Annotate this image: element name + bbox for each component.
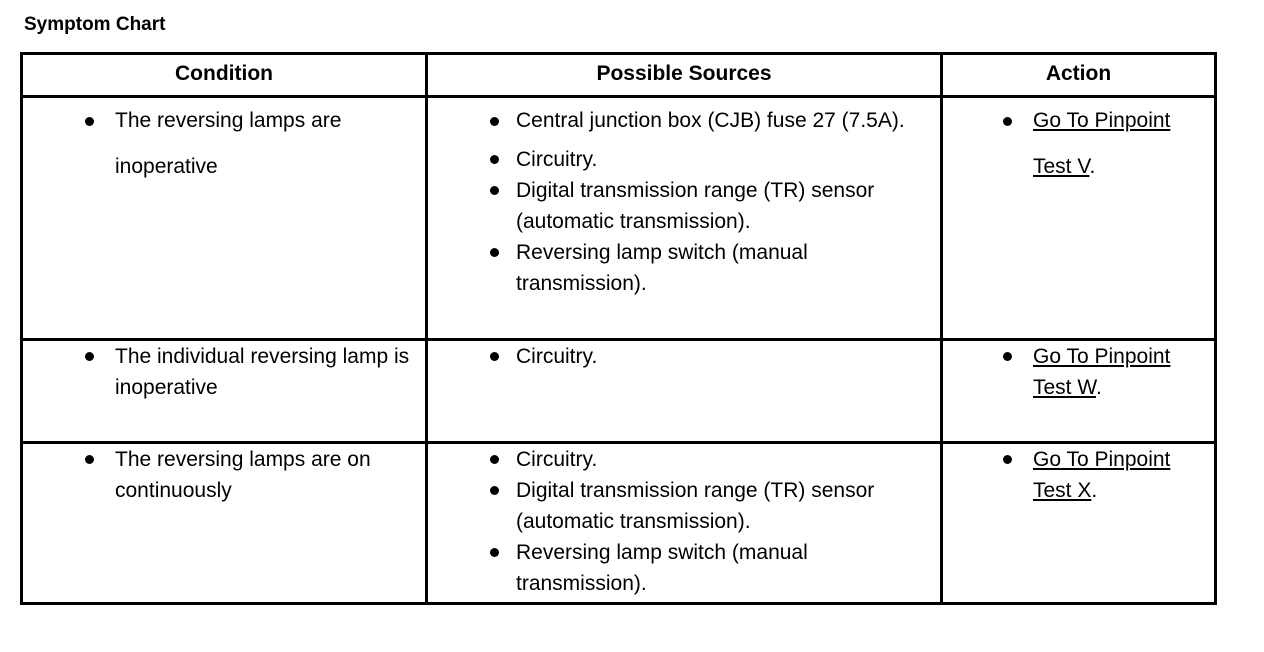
list-item: Go To Pinpoint Test W. (943, 341, 1214, 403)
list-item: Digital transmission range (TR) sensor (… (428, 475, 940, 537)
column-header-possible-sources: Possible Sources (425, 52, 943, 98)
list-item: Circuitry. (428, 444, 940, 475)
bullet-icon (490, 155, 499, 164)
condition-list: The reversing lamps are inoperative (23, 98, 425, 190)
list-item: Reversing lamp switch (manual transmissi… (428, 237, 940, 299)
cell-condition: The individual reversing lamp is inopera… (20, 338, 428, 444)
list-item-text: Reversing lamp switch (manual transmissi… (516, 241, 808, 295)
pinpoint-test-link[interactable]: Go To Pinpoint Test V (1033, 109, 1171, 178)
action-list: Go To Pinpoint Test W. (943, 341, 1214, 403)
list-item: Circuitry. (428, 341, 940, 372)
bullet-icon (490, 486, 499, 495)
list-item: Go To Pinpoint Test X. (943, 444, 1214, 506)
table-row: The reversing lamps are inoperative Cent… (20, 95, 1217, 341)
bullet-icon (1003, 352, 1012, 361)
list-item: The individual reversing lamp is inopera… (23, 341, 425, 403)
action-list: Go To Pinpoint Test V. (943, 98, 1214, 190)
list-item-text: Central junction box (CJB) fuse 27 (7.5A… (516, 109, 905, 132)
action-period: . (1089, 155, 1096, 178)
action-period: . (1091, 479, 1098, 502)
cell-condition: The reversing lamps are on continuously (20, 441, 428, 605)
bullet-icon (490, 352, 499, 361)
cell-possible-sources: Central junction box (CJB) fuse 27 (7.5A… (425, 95, 943, 341)
list-item-text: Circuitry. (516, 345, 598, 368)
list-item: Go To Pinpoint Test V. (943, 98, 1214, 190)
list-item-text: The reversing lamps are on continuously (115, 448, 371, 502)
table-row: The reversing lamps are on continuously … (20, 441, 1217, 605)
bullet-icon (85, 455, 94, 464)
pinpoint-test-link[interactable]: Go To Pinpoint Test W (1033, 345, 1171, 399)
list-item-text: The individual reversing lamp is inopera… (115, 345, 410, 399)
cell-action: Go To Pinpoint Test W. (940, 338, 1217, 444)
bullet-icon (1003, 117, 1012, 126)
sources-list: Circuitry. (428, 341, 940, 372)
bullet-icon (490, 548, 499, 557)
list-item-text: Circuitry. (516, 148, 598, 171)
cell-possible-sources: Circuitry. Digital transmission range (T… (425, 441, 943, 605)
list-item-text: The reversing lamps are inoperative (115, 109, 342, 178)
sources-list: Central junction box (CJB) fuse 27 (7.5A… (428, 98, 940, 299)
bullet-icon (85, 352, 94, 361)
table-header-row: Condition Possible Sources Action (20, 52, 1217, 98)
page-title: Symptom Chart (24, 14, 166, 35)
action-period: . (1096, 376, 1102, 399)
sources-list: Circuitry. Digital transmission range (T… (428, 444, 940, 599)
action-list: Go To Pinpoint Test X. (943, 444, 1214, 506)
symptom-chart-table: Condition Possible Sources Action The re… (20, 52, 1217, 605)
bullet-icon (1003, 455, 1012, 464)
list-item-text: Circuitry. (516, 448, 598, 471)
list-item: Reversing lamp switch (manual transmissi… (428, 537, 940, 599)
list-item: The reversing lamps are on continuously (23, 444, 425, 506)
list-item-text: Reversing lamp switch (manual transmissi… (516, 541, 808, 595)
pinpoint-test-link[interactable]: Go To Pinpoint Test X (1033, 448, 1171, 502)
list-item: Digital transmission range (TR) sensor (… (428, 175, 940, 237)
cell-condition: The reversing lamps are inoperative (20, 95, 428, 341)
list-item-text: Digital transmission range (TR) sensor (… (516, 179, 875, 233)
list-item: Central junction box (CJB) fuse 27 (7.5A… (428, 98, 940, 144)
column-header-condition: Condition (20, 52, 428, 98)
condition-list: The individual reversing lamp is inopera… (23, 341, 425, 403)
column-header-action: Action (940, 52, 1217, 98)
cell-possible-sources: Circuitry. (425, 338, 943, 444)
bullet-icon (490, 186, 499, 195)
bullet-icon (490, 248, 499, 257)
condition-list: The reversing lamps are on continuously (23, 444, 425, 506)
bullet-icon (490, 455, 499, 464)
bullet-icon (85, 117, 94, 126)
bullet-icon (490, 117, 499, 126)
list-item-text: Digital transmission range (TR) sensor (… (516, 479, 875, 533)
cell-action: Go To Pinpoint Test X. (940, 441, 1217, 605)
list-item: Circuitry. (428, 144, 940, 175)
cell-action: Go To Pinpoint Test V. (940, 95, 1217, 341)
table-row: The individual reversing lamp is inopera… (20, 338, 1217, 444)
list-item: The reversing lamps are inoperative (23, 98, 425, 190)
